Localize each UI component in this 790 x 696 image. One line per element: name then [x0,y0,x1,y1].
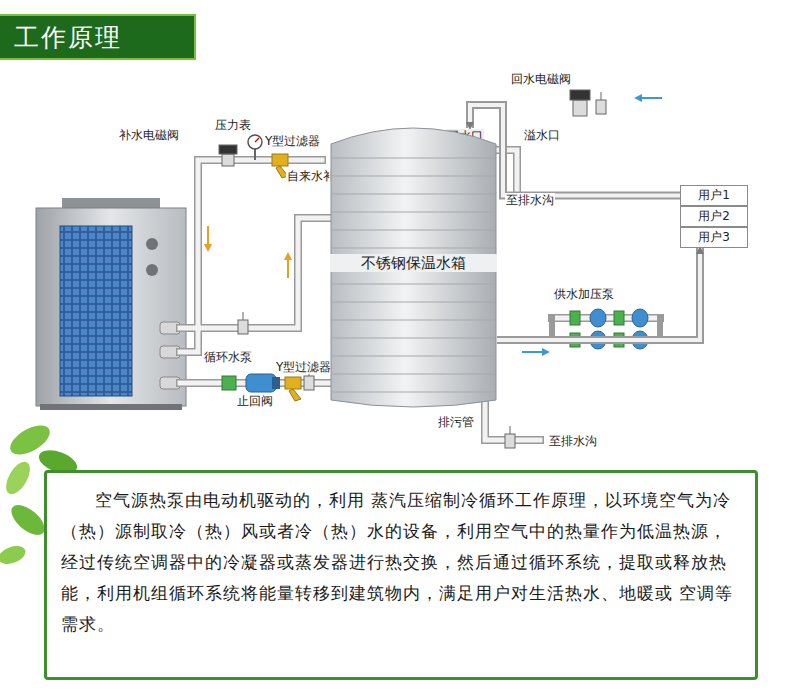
user-box: 用户1 [680,185,748,206]
part-label: 溢水口 [523,128,561,142]
pipe-connector [497,248,700,340]
part-label: 排污管 [437,415,475,429]
water-tank: 不锈钢保温水箱 [330,118,497,410]
part-label: 补水电磁阀 [118,128,180,142]
part-label: 回水电磁阀 [510,72,572,86]
tank-body [331,128,496,407]
part-label: 至排水沟 [548,434,598,448]
user-box: 用户2 [680,206,748,227]
header-bar: 工作原理 [0,14,196,60]
valves [219,90,606,448]
tank-label: 不锈钢保温水箱 [330,254,497,272]
tank-ring [332,248,495,249]
part-label: 至排水沟 [505,193,555,207]
part-label: 供水加压泵 [553,287,615,301]
tank-ring [332,212,495,213]
page-title: 工作原理 [14,23,122,53]
pipe-connector-edge [470,105,748,196]
caption-box: 空气源热泵由电动机驱动的，利用 蒸汽压缩制冷循环工作原理，以环境空气为冷（热）源… [44,470,758,680]
pipe-connector-edge [497,248,700,340]
tank-ring [332,374,495,375]
caption-text: 空气源热泵由电动机驱动的，利用 蒸汽压缩制冷循环工作原理，以环境空气为冷（热）源… [61,485,741,640]
tank-ring [332,266,495,267]
tank-ring [332,230,495,231]
user-label: 用户1 [681,186,747,204]
user-label: 用户3 [681,228,747,246]
circulation-pump [222,374,280,392]
tank-ring [332,284,495,285]
pipe-connector [470,105,748,196]
user-box: 用户3 [680,227,748,248]
part-label: 止回阀 [236,394,274,408]
tank-ring [332,392,495,393]
pressure-gauge [248,135,262,160]
heat-pump-unit [36,198,186,410]
tank-ring [332,302,495,303]
user-label: 用户2 [681,207,747,225]
part-label: 循环水泵 [203,350,253,364]
tank-ring [332,320,495,321]
tank-ring [332,194,495,195]
part-label: 压力表 [214,118,252,132]
tank-ring [332,338,495,339]
tank-ring [332,158,495,159]
part-label: Y型过滤器 [275,360,332,374]
tank-ring [332,356,495,357]
tank-ring [332,176,495,177]
part-label: Y型过滤器 [264,134,321,148]
